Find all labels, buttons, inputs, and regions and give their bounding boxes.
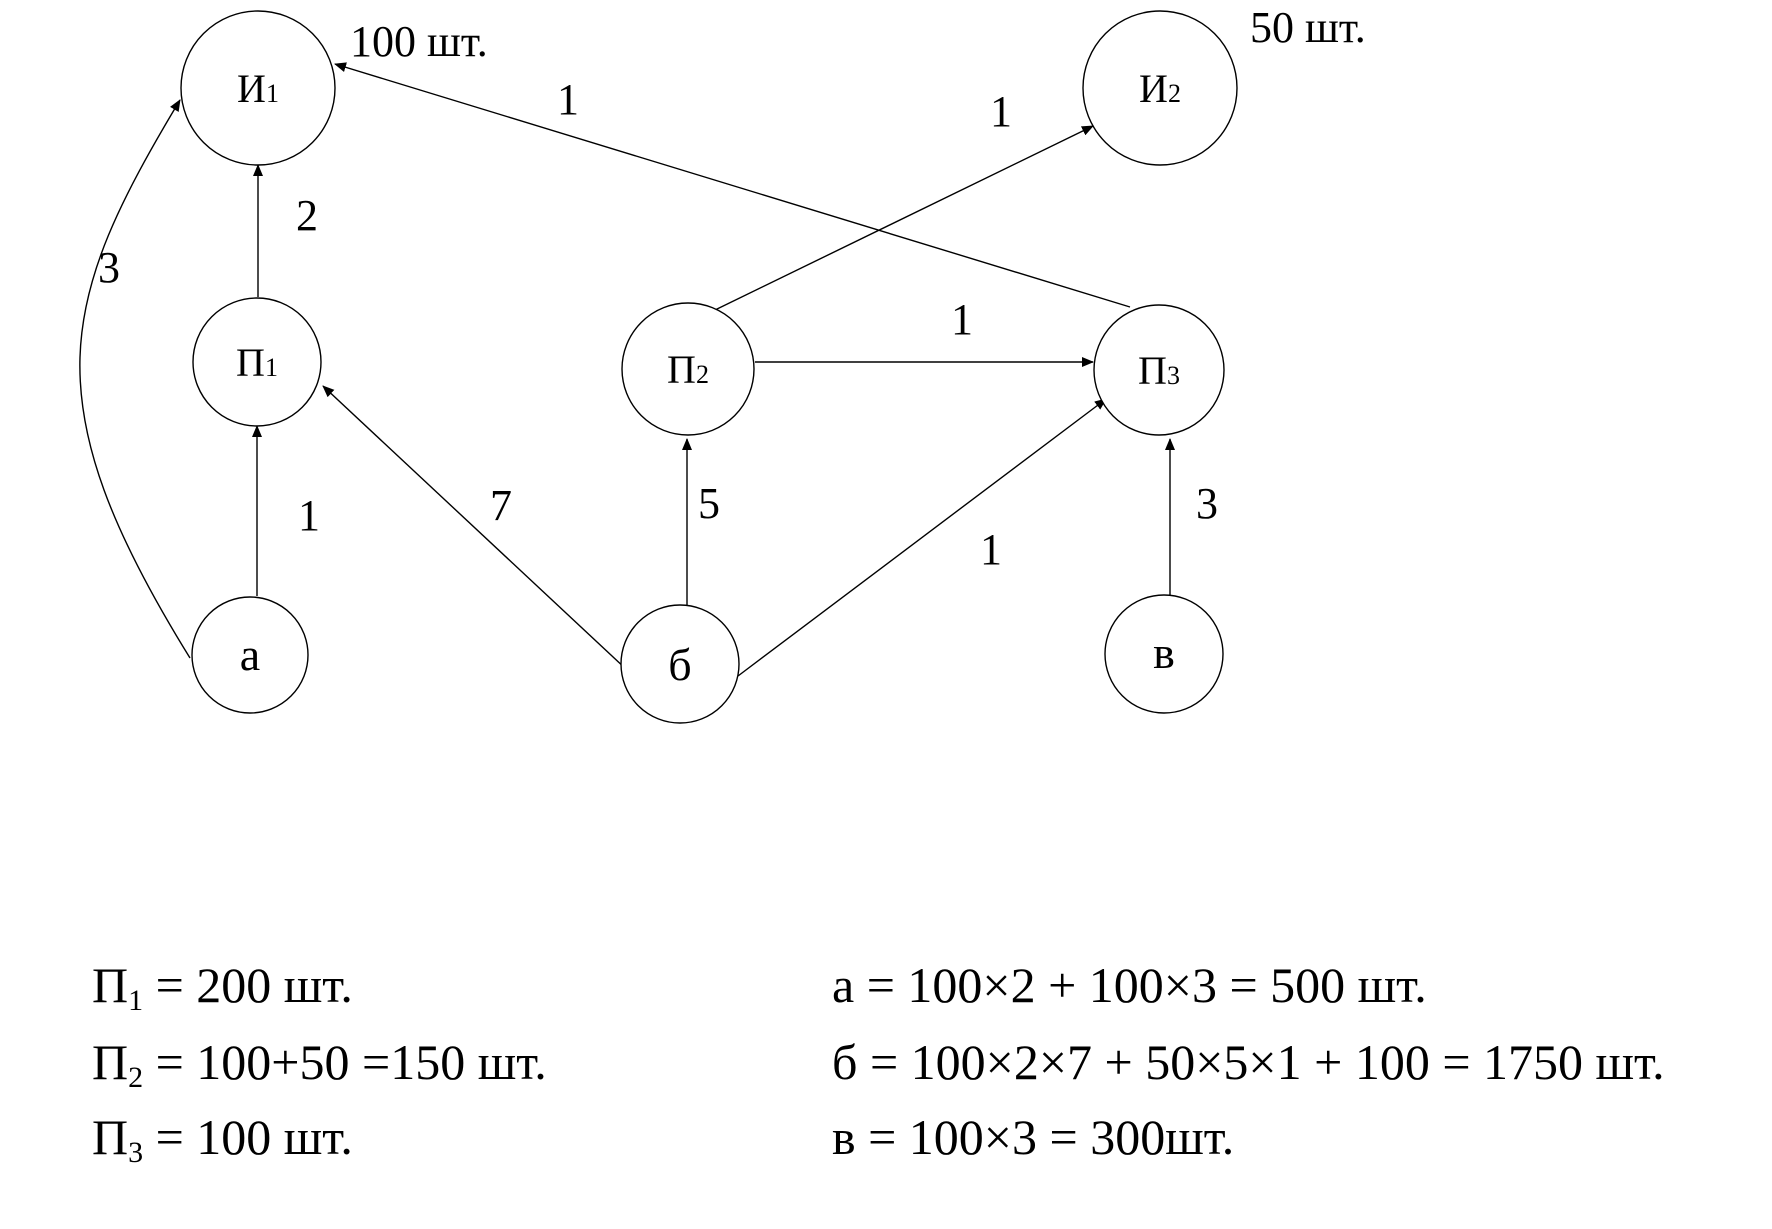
calc-left-1: П1 = 200 шт. (92, 957, 353, 1017)
edge-label-a-p1: 1 (298, 491, 320, 540)
node-a: а (191, 596, 309, 714)
edge-label-b-p2: 5 (698, 479, 720, 528)
node-b: б (620, 604, 740, 724)
edge-label-a-i1: 3 (98, 243, 120, 292)
edge-b-to-p3 (737, 398, 1107, 677)
qty-label-i1: 100 шт. (350, 17, 488, 66)
node-p1: П1 (192, 297, 322, 427)
node-v: в (1104, 594, 1224, 714)
calc-left-2: П2 = 100+50 =150 шт. (92, 1034, 547, 1094)
node-p3: П3 (1093, 304, 1225, 436)
calc-left-3: П3 = 100 шт. (92, 1109, 353, 1169)
edge-label-p3-i1: 1 (557, 75, 579, 124)
node-i1: И1 (180, 10, 336, 166)
node-p2: П2 (621, 302, 755, 436)
edge-label-p1-i1: 2 (296, 191, 318, 240)
svg-text:П1: П1 (236, 340, 278, 385)
edge-b-to-p1 (322, 385, 628, 671)
svg-text:в: в (1153, 627, 1175, 678)
svg-text:И2: И2 (1139, 66, 1181, 111)
svg-text:П2: П2 (667, 347, 709, 392)
calc-right-v: в = 100×3 = 300шт. (832, 1109, 1235, 1165)
edge-p2-to-i2 (714, 125, 1094, 311)
edge-label-p2-i2: 1 (990, 87, 1012, 136)
edge-label-b-p3: 1 (980, 525, 1002, 574)
node-i2: И2 (1082, 10, 1238, 166)
calc-right-a: а = 100×2 + 100×3 = 500 шт. (832, 957, 1427, 1013)
edge-label-p2-p3: 1 (951, 295, 973, 344)
edge-label-v-p3: 3 (1196, 479, 1218, 528)
svg-text:б: б (668, 639, 691, 690)
edge-a-to-i1 (79, 99, 191, 659)
svg-text:а: а (240, 629, 260, 680)
calc-right-b: б = 100×2×7 + 50×5×1 + 100 = 1750 шт. (832, 1034, 1665, 1090)
edge-p3-to-i1 (334, 62, 1131, 308)
qty-label-i2: 50 шт. (1250, 3, 1366, 52)
svg-text:П3: П3 (1138, 348, 1180, 393)
edge-label-b-p1: 7 (490, 481, 512, 530)
svg-text:И1: И1 (237, 66, 279, 111)
